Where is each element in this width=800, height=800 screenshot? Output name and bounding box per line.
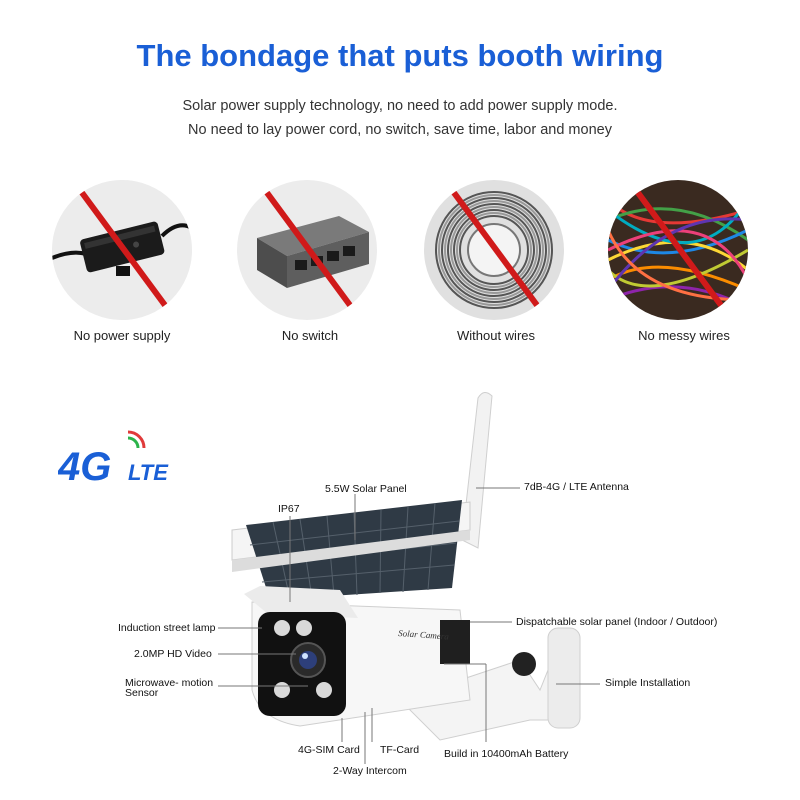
label-tf-card: TF-Card (380, 744, 420, 756)
label-battery: Build in 10400mAh Battery (444, 748, 569, 760)
label-sim-card: 4G-SIM Card (298, 744, 360, 756)
feature-label-without-wires: Without wires (456, 328, 536, 343)
tangled-wires-icon (608, 180, 748, 320)
label-street-lamp: Induction street lamp (118, 622, 216, 634)
label-motion-sensor-line1: Microwave- motion (125, 677, 214, 689)
subtitle-line-1: Solar power supply technology, no need t… (182, 98, 618, 114)
feature-label-no-messy-wires: No messy wires (638, 328, 730, 343)
cable-coil-icon (424, 180, 564, 320)
label-dispatchable-panel: Dispatchable solar panel (Indoor / Outdo… (516, 616, 718, 628)
4g-lte-logo: 4G LTE (58, 430, 169, 489)
network-switch-icon (237, 180, 377, 320)
subtitle-line-2: No need to lay power cord, no switch, sa… (188, 122, 612, 138)
label-simple-installation: Simple Installation (605, 677, 691, 689)
solar-camera-illustration: Solar Camera (218, 392, 600, 764)
label-motion-sensor-line2: Sensor (125, 687, 159, 699)
feature-label-no-switch: No switch (281, 328, 339, 343)
power-adapter-icon (52, 180, 192, 320)
logo-4g-text: 4G (58, 445, 111, 489)
headline: The bondage that puts booth wiring (136, 38, 664, 73)
label-ip67: IP67 (278, 503, 300, 515)
label-antenna: 7dB-4G / LTE Antenna (524, 481, 629, 493)
label-intercom: 2-Way Intercom (333, 765, 407, 777)
feature-label-no-power: No power supply (73, 328, 171, 343)
label-hd-video: 2.0MP HD Video (134, 648, 212, 660)
camera-body-text: Solar Camera (398, 628, 450, 642)
label-solar-panel: 5.5W Solar Panel (325, 483, 407, 495)
logo-lte-text: LTE (128, 460, 169, 485)
